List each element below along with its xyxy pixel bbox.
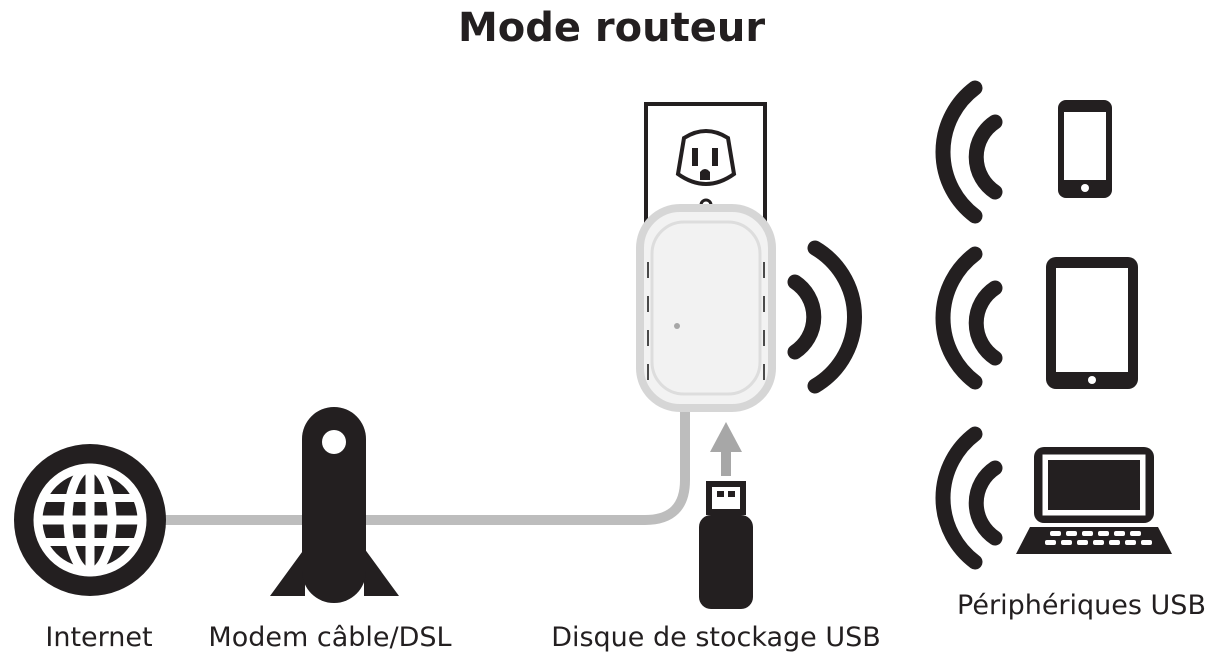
wifi-signal-icon <box>787 240 862 394</box>
network-cable <box>150 400 690 525</box>
diagram-title: Mode routeur <box>457 5 766 51</box>
smartphone-icon <box>1058 100 1112 198</box>
wifi-signal-icon <box>935 80 1003 224</box>
laptop-icon <box>1016 447 1172 554</box>
router-icon <box>636 204 776 412</box>
modem-label: Modem câble/DSL <box>208 622 452 653</box>
wifi-signal-icon <box>935 426 1003 570</box>
usb-devices-label: Périphériques USB <box>957 590 1206 621</box>
usb-drive-icon <box>699 481 753 609</box>
tablet-icon <box>1046 257 1138 389</box>
usb-storage-label: Disque de stockage USB <box>551 622 881 653</box>
globe-icon <box>14 444 166 596</box>
internet-label: Internet <box>45 622 153 653</box>
upload-arrow-icon <box>710 422 742 476</box>
modem-icon <box>270 407 399 603</box>
wifi-signal-icon <box>935 246 1003 390</box>
